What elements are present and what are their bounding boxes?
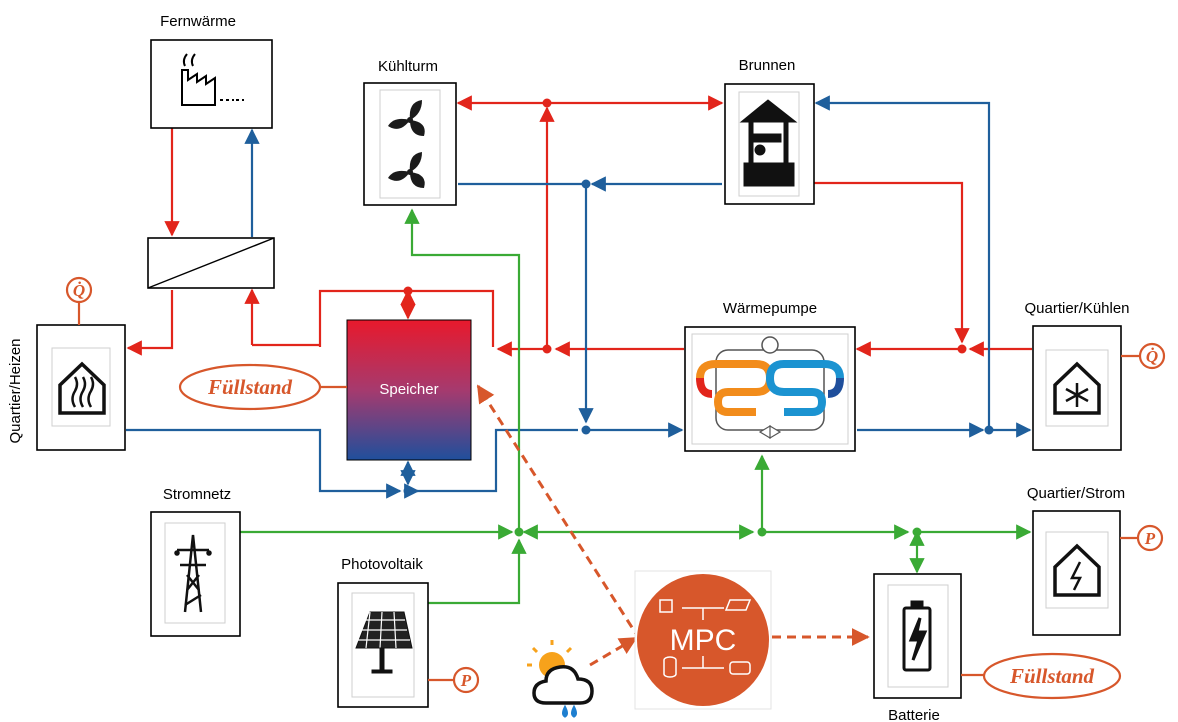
heat-lines [126, 95, 1032, 357]
q-cool-badge [1138, 342, 1166, 370]
fan-icon [388, 100, 425, 188]
power-lines [240, 208, 1032, 605]
junction-dots [403, 98, 994, 537]
quartier-kuehlen-label: Quartier/Kühlen [1024, 300, 1129, 317]
heat-pump-icon [696, 336, 844, 440]
control-lines [476, 384, 870, 667]
stromnetz-label: Stromnetz [163, 486, 231, 503]
quartier-strom-node: Quartier/Strom P [1027, 485, 1164, 636]
waermepumpe-node: Wärmepumpe [684, 300, 856, 452]
brunnen-label: Brunnen [739, 57, 796, 74]
photovoltaik-label: Photovoltaik [341, 556, 423, 573]
p-strom-badge [1136, 524, 1164, 552]
fuellstand-batterie-badge [982, 652, 1122, 700]
house-heat-icon [58, 361, 106, 415]
q-heat-badge-text: Q̇ [73, 281, 85, 300]
waermepumpe-label: Wärmepumpe [723, 300, 817, 317]
solar-panel-icon [355, 611, 413, 674]
speicher-node: Speicher Füllstand [178, 319, 472, 461]
p-strom-badge-text: P [1144, 529, 1156, 548]
p-pv-badge [452, 666, 480, 694]
quartier-kuehlen-node: Quartier/Kühlen Q̇ [1024, 300, 1166, 451]
speicher-label: Speicher [379, 381, 438, 398]
mpc-node: MPC [634, 570, 772, 710]
batterie-label: Batterie [888, 707, 940, 722]
quartier-strom-label: Quartier/Strom [1027, 485, 1125, 502]
stromnetz-node: Stromnetz [150, 486, 241, 637]
battery-icon [902, 600, 932, 672]
factory-icon [181, 53, 244, 106]
q-cool-badge-text: Q̇ [1146, 347, 1158, 366]
fuellstand-batterie-text: Füllstand [1009, 664, 1095, 688]
mpc-inner-icons [659, 599, 752, 678]
house-snowflake-icon [1053, 361, 1101, 415]
batterie-node: Batterie Füllstand [873, 573, 1122, 722]
kuehlturm-label: Kühlturm [378, 58, 438, 75]
mpc-label: MPC [670, 624, 737, 657]
power-pylon-icon [174, 534, 212, 613]
quartier-heizen-label: Quartier/Heizen [7, 338, 24, 443]
heat-exchanger [147, 237, 275, 289]
cold-lines [126, 95, 1032, 499]
fernwaerme-node: Fernwärme [150, 13, 273, 129]
fuellstand-speicher-text: Füllstand [207, 375, 293, 399]
brunnen-node: Brunnen [724, 57, 815, 205]
house-power-icon [1053, 543, 1101, 597]
p-pv-badge-text: P [460, 671, 472, 690]
well-icon [739, 99, 798, 187]
q-heat-badge [65, 276, 93, 304]
fernwaerme-label: Fernwärme [160, 13, 236, 30]
kuehlturm-node: Kühlturm [363, 58, 457, 206]
quartier-heizen-node: Quartier/Heizen Q̇ [7, 276, 126, 451]
weather-icon [527, 640, 594, 718]
photovoltaik-node: Photovoltaik P [337, 556, 480, 708]
